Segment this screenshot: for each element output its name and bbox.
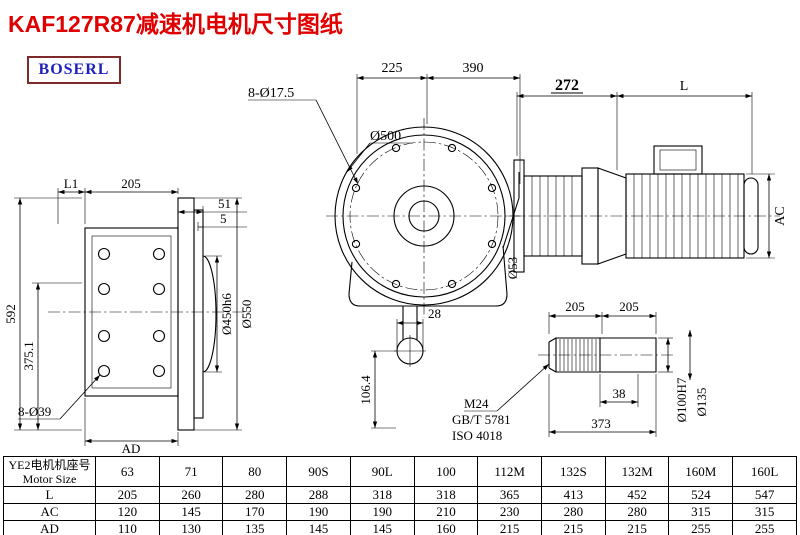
brand-logo-box: BOSERL <box>27 56 121 84</box>
col-header: 63 <box>95 456 160 487</box>
dim-bolt-holes-flange: 8-Ø17.5 <box>248 86 294 101</box>
col-header: 132M <box>604 456 670 487</box>
table-header-row: YE2电机机座号 Motor Size 63 71 80 90S 90L 100… <box>3 456 797 487</box>
table-cell: 255 <box>668 520 734 535</box>
table-cell: 120 <box>95 503 160 521</box>
dim-51: 51 <box>218 196 231 211</box>
table-cell: 288 <box>286 486 351 504</box>
table-cell: 205 <box>95 486 160 504</box>
table-cell: 315 <box>668 503 734 521</box>
dim-272: 272 <box>555 77 579 94</box>
standard-gb-label: GB/T 5781 <box>452 412 511 427</box>
housing-outline <box>348 245 508 307</box>
col-header: 160M <box>668 456 734 487</box>
dim-592: 592 <box>3 304 18 324</box>
table-cell: 524 <box>668 486 734 504</box>
row-label: AC <box>3 503 96 521</box>
terminal-box <box>653 145 703 175</box>
dim-d100: Ø100H7 <box>674 377 689 422</box>
table-cell: 315 <box>732 503 797 521</box>
dim-38: 38 <box>613 386 626 401</box>
brand-name: BOSERL <box>38 61 110 78</box>
table-cell: 318 <box>349 486 415 504</box>
dim-d500: Ø500 <box>370 129 401 144</box>
col-header: 100 <box>413 456 479 487</box>
shaft-body <box>555 337 657 373</box>
col-header: 90L <box>349 456 415 487</box>
table-cell: 280 <box>604 503 670 521</box>
table-cell: 413 <box>541 486 606 504</box>
front-view: L1 205 51 5 592 375.1 8-Ø39 <box>3 176 254 456</box>
table-cell: 160 <box>413 520 479 535</box>
table-cell: 255 <box>732 520 797 535</box>
dim-L1: L1 <box>64 176 78 191</box>
table-cell: 215 <box>477 520 543 535</box>
motor-end-cap <box>743 177 759 255</box>
table-cell: 145 <box>286 520 351 535</box>
dim-205b: 205 <box>619 299 639 314</box>
dim-AD: AD <box>122 441 141 456</box>
col-header: 132S <box>541 456 606 487</box>
motor-dimension-table: YE2电机机座号 Motor Size 63 71 80 90S 90L 100… <box>3 456 797 535</box>
table-cell: 110 <box>95 520 160 535</box>
motor-size-header-en: Motor Size <box>22 471 77 486</box>
dim-106: 106.4 <box>358 375 373 405</box>
shaft-detail-view: 205 205 38 373 Ø100H7 Ø135 M24 GB/T 5781… <box>452 299 709 443</box>
table-cell: 547 <box>732 486 797 504</box>
motor-size-header-cn: YE2电机机座号 <box>8 457 91 472</box>
col-header: 80 <box>222 456 288 487</box>
table-cell: 170 <box>222 503 288 521</box>
table-cell: 452 <box>604 486 670 504</box>
table-cell: 215 <box>604 520 670 535</box>
table-cell: 365 <box>477 486 543 504</box>
dim-d53: Ø53 <box>505 257 520 279</box>
col-header: 90S <box>286 456 351 487</box>
table-row-AD: AD 110 130 135 145 145 160 215 215 215 2… <box>3 520 797 535</box>
row-label: AD <box>3 520 96 535</box>
row-label: L <box>3 486 96 504</box>
table-cell: 145 <box>158 503 224 521</box>
table-cell: 230 <box>477 503 543 521</box>
dim-bolt-holes-front: 8-Ø39 <box>18 404 51 419</box>
table-cell: 215 <box>541 520 606 535</box>
mounting-flange-side <box>177 197 195 431</box>
table-cell: 130 <box>158 520 224 535</box>
table-row-AC: AC 120 145 170 190 190 210 230 280 280 3… <box>3 503 797 521</box>
table-cell: 145 <box>349 520 415 535</box>
table-cell: 280 <box>541 503 606 521</box>
dim-d135: Ø135 <box>694 388 709 417</box>
motor-size-header-cell: YE2电机机座号 Motor Size <box>3 456 96 487</box>
motor-body <box>625 173 745 259</box>
col-header: 160L <box>732 456 797 487</box>
table-cell: 135 <box>222 520 288 535</box>
dim-225: 225 <box>382 61 403 76</box>
table-cell: 210 <box>413 503 479 521</box>
table-cell: 318 <box>413 486 479 504</box>
thread-label: M24 <box>464 396 489 411</box>
dim-375: 375.1 <box>21 341 36 370</box>
dim-5: 5 <box>220 211 227 226</box>
standard-iso-label: ISO 4018 <box>452 428 502 443</box>
dim-205a: 205 <box>565 299 585 314</box>
table-cell: 190 <box>286 503 351 521</box>
dim-d550: Ø550 <box>239 300 254 329</box>
table-row-L: L 205 260 280 288 318 318 365 413 452 52… <box>3 486 797 504</box>
table-cell: 190 <box>349 503 415 521</box>
flange-view: 225 390 8-Ø17.5 Ø500 Ø53 28 106.4 <box>248 61 524 429</box>
dim-390: 390 <box>463 61 484 76</box>
dim-L: L <box>680 79 689 94</box>
page-title: KAF127R87减速机电机尺寸图纸 <box>8 11 343 37</box>
motor-view: 272 L AC <box>508 77 788 273</box>
col-header: 71 <box>158 456 224 487</box>
dim-d450: Ø450h6 <box>219 293 234 335</box>
dim-373: 373 <box>591 416 611 431</box>
dim-28: 28 <box>428 306 441 321</box>
table-cell: 280 <box>222 486 288 504</box>
dim-AC: AC <box>773 206 788 225</box>
table-cell: 260 <box>158 486 224 504</box>
dim-205-front: 205 <box>121 176 141 191</box>
col-header: 112M <box>477 456 543 487</box>
